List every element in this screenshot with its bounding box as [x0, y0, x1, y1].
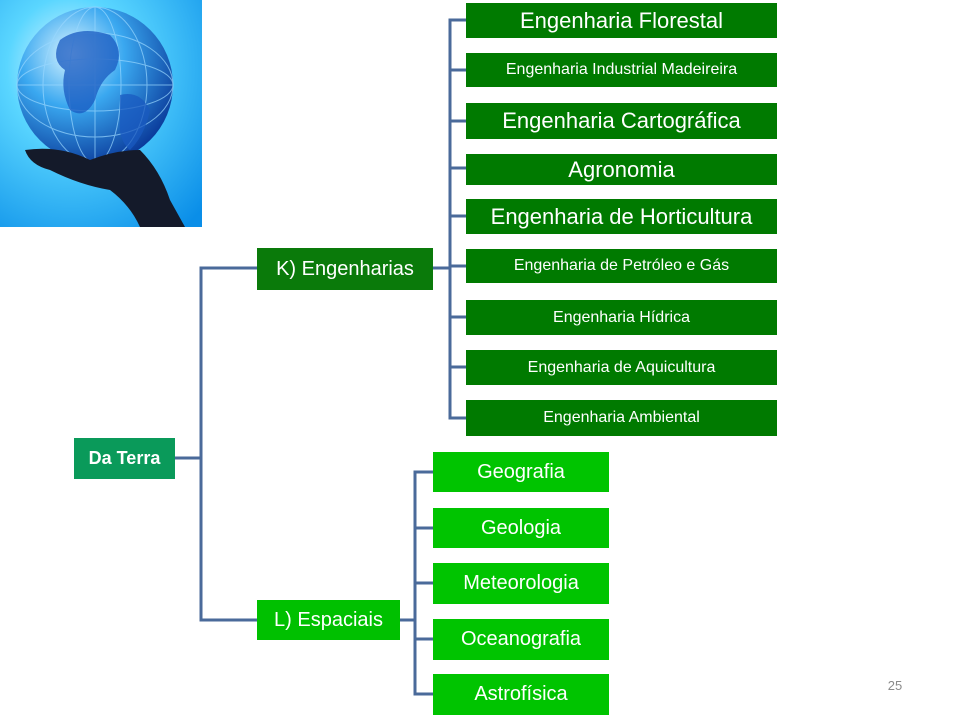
- globe-in-hand-image: [0, 0, 202, 227]
- leaf-engenharia-de-horticultura: Engenharia de Horticultura: [466, 199, 777, 234]
- branch-espaciais: L) Espaciais: [257, 600, 400, 640]
- leaf-astrofisica: Astrofísica: [433, 674, 609, 715]
- leaf-agronomia: Agronomia: [466, 154, 777, 185]
- branch-engenharias: K) Engenharias: [257, 248, 433, 290]
- leaf-engenharia-industrial-madeireira: Engenharia Industrial Madeireira: [466, 53, 777, 87]
- leaf-geografia: Geografia: [433, 452, 609, 492]
- leaf-oceanografia: Oceanografia: [433, 619, 609, 660]
- root-node: Da Terra: [74, 438, 175, 479]
- leaf-engenharia-hidrica: Engenharia Hídrica: [466, 300, 777, 335]
- slide-number: 25: [887, 678, 903, 693]
- leaf-engenharia-cartografica: Engenharia Cartográfica: [466, 103, 777, 139]
- leaf-engenharia-de-petroleo-e-gas: Engenharia de Petróleo e Gás: [466, 249, 777, 283]
- leaf-geologia: Geologia: [433, 508, 609, 548]
- leaf-meteorologia: Meteorologia: [433, 563, 609, 604]
- leaf-engenharia-florestal: Engenharia Florestal: [466, 3, 777, 38]
- leaf-engenharia-de-aquicultura: Engenharia de Aquicultura: [466, 350, 777, 385]
- leaf-engenharia-ambiental: Engenharia Ambiental: [466, 400, 777, 436]
